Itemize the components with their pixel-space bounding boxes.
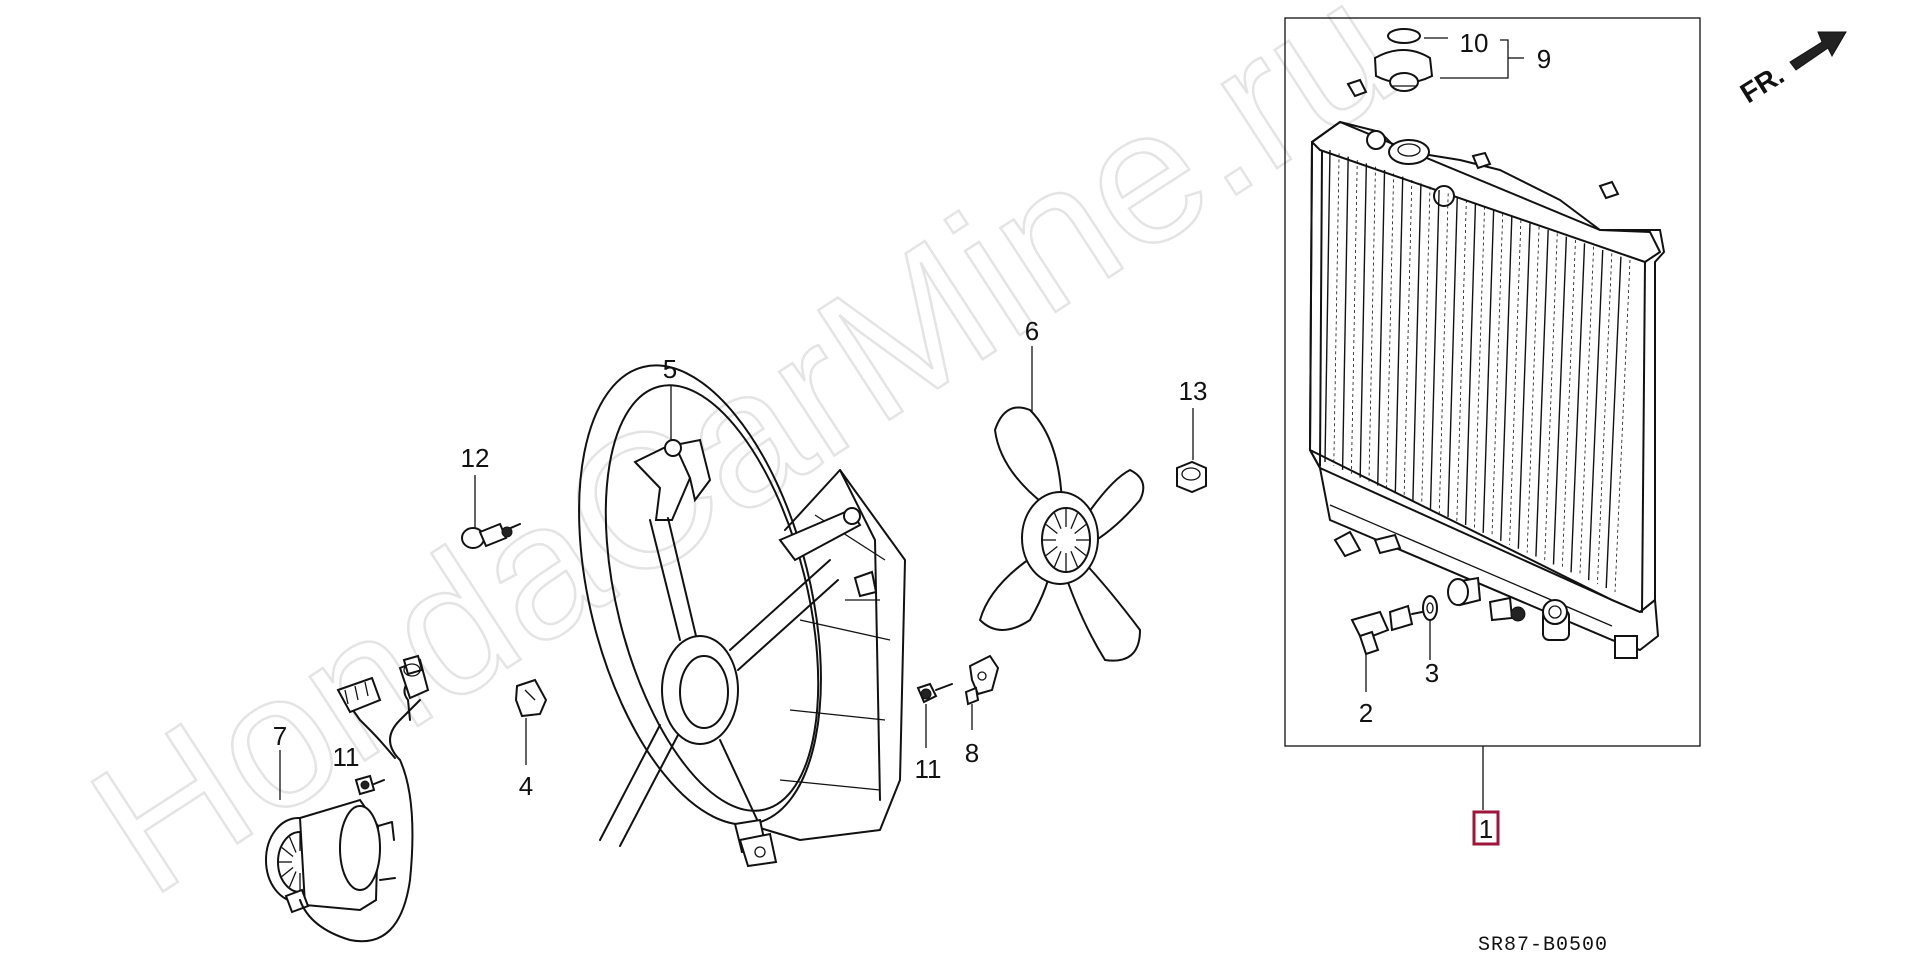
callout-12[interactable]: 12 xyxy=(461,443,490,473)
fan-shroud[interactable] xyxy=(536,340,906,868)
bolt-11-center[interactable] xyxy=(916,682,953,704)
watermark-text: HondaCarMine.ru xyxy=(57,0,1430,934)
callout-11-left[interactable]: 11 xyxy=(333,742,360,772)
callout-4[interactable]: 4 xyxy=(519,771,533,801)
bolt-11-left[interactable] xyxy=(354,774,385,796)
radiator-cap[interactable] xyxy=(1373,28,1434,92)
assembly-bracket-box xyxy=(1284,17,1701,747)
callout-13[interactable]: 13 xyxy=(1179,376,1208,406)
drain-plug[interactable] xyxy=(1350,604,1423,656)
radiator[interactable] xyxy=(1308,120,1666,659)
fan-motor[interactable] xyxy=(265,798,396,914)
front-direction-label: FR. xyxy=(1735,59,1790,109)
cooling-fan[interactable] xyxy=(978,406,1145,662)
callout-2[interactable]: 2 xyxy=(1359,698,1373,728)
callout-3[interactable]: 3 xyxy=(1425,658,1439,688)
callout-7[interactable]: 7 xyxy=(273,721,287,751)
callout-10[interactable]: 10 xyxy=(1460,28,1489,58)
fan-hub xyxy=(1021,491,1099,585)
front-direction-arrow: FR. xyxy=(1735,31,1847,109)
radiator-core-mesh xyxy=(1324,149,1631,593)
clip-4[interactable] xyxy=(514,678,548,718)
callout-9[interactable]: 9 xyxy=(1537,44,1551,74)
callout-8[interactable]: 8 xyxy=(965,738,979,768)
filler-neck xyxy=(1388,139,1430,165)
callout-1[interactable]: 1 xyxy=(1479,814,1493,844)
fan-nut[interactable] xyxy=(1176,460,1207,494)
callout-5[interactable]: 5 xyxy=(663,354,677,384)
callout-6[interactable]: 6 xyxy=(1025,316,1039,346)
callout-11-center[interactable]: 11 xyxy=(915,754,942,784)
drain-washer[interactable] xyxy=(1422,595,1438,621)
bracket-8[interactable] xyxy=(964,654,1000,706)
mount-grommets xyxy=(1346,78,1620,200)
radiator-outlet xyxy=(1542,599,1638,659)
motor-wiring-harness xyxy=(299,654,430,943)
diagram-code: SR87-B0500 xyxy=(1478,934,1608,957)
bolt-12[interactable] xyxy=(461,522,521,549)
radiator-assembly-group: 1 xyxy=(1284,17,1701,846)
part-1-highlight-box[interactable] xyxy=(1472,810,1500,846)
callout-9-10-leader xyxy=(1424,37,1524,79)
